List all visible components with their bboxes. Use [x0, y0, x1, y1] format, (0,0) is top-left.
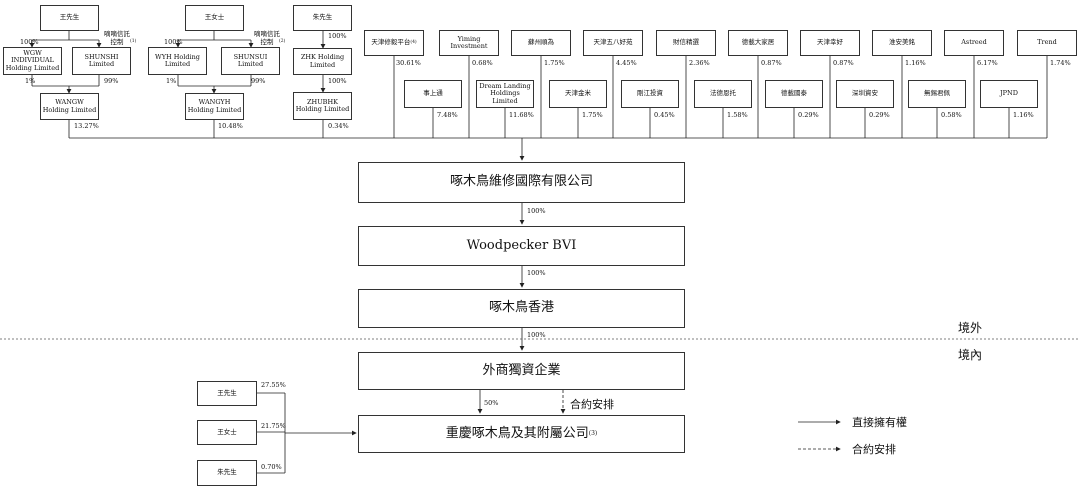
holder-box: 王先生 [197, 381, 257, 406]
investor-box: Astreed [944, 30, 1004, 56]
investor-box: Dream Landing Holdings Limited [476, 80, 534, 108]
investor-pct: 4.45% [616, 59, 637, 67]
investor-pct: 0.68% [472, 59, 493, 67]
investor-pct: 0.87% [761, 59, 782, 67]
investor-pct: 6.17% [977, 59, 998, 67]
pct-shunsui-wangyh: 99% [251, 77, 266, 85]
investor-pct: 2.36% [689, 59, 710, 67]
chongqing-box: 重慶啄木鳥及其附屬公司(3) [358, 415, 685, 453]
pct-wfoe-chongqing: 50% [484, 399, 499, 407]
pct-wangw: 13.27% [74, 122, 99, 130]
company-box: 啄木鳥維修國際有限公司 [358, 162, 685, 203]
investor-box: 事上通 [404, 80, 462, 108]
investor-pct: 1.58% [727, 111, 748, 119]
region-offshore: 境外 [958, 321, 983, 335]
investor-box: 深圳資安 [836, 80, 894, 108]
zhk-box: ZHK Holding Limited [293, 48, 352, 75]
investor-pct: 30.61% [396, 59, 421, 67]
contract-label: 合約安排 [570, 398, 614, 411]
investor-pct: 0.29% [798, 111, 819, 119]
pct-hk-wfoe: 100% [527, 331, 546, 339]
investor-box: 天津五八好苑 [583, 30, 643, 56]
investor-box: Yiming Investment [439, 30, 499, 56]
owner-box-wang-mr: 王先生 [40, 5, 99, 31]
shunsui-box: SHUNSUI Limited [221, 47, 280, 75]
pct-wyh-wangyh: 1% [166, 77, 177, 85]
investor-box: 無錫君佩 [908, 80, 966, 108]
pct-company-bvi: 100% [527, 207, 546, 215]
wyh-box: WYH Holding Limited [148, 47, 207, 75]
trust-note-1: 嘀嘀信託 控制 [104, 30, 130, 46]
investor-note: (4) [410, 40, 417, 46]
investor-box: JPND [980, 80, 1038, 108]
investor-pct: 0.29% [869, 111, 890, 119]
wangyh-box: WANGYH Holding Limited [185, 93, 244, 120]
legend-contract: 合約安排 [852, 443, 896, 456]
pct-wgw-wangw: 1% [25, 77, 36, 85]
wfoe-box: 外商獨資企業 [358, 352, 685, 390]
investor-pct: 11.68% [509, 111, 534, 119]
holder-pct: 0.70% [261, 463, 282, 471]
holder-box: 王女士 [197, 420, 257, 445]
pct-to-wgw: 100% [20, 38, 39, 46]
investor-box: 剛江投資 [621, 80, 679, 108]
investor-pct: 7.48% [437, 111, 458, 119]
investor-name: 天津修毅平台 [371, 38, 411, 47]
investor-pct: 1.75% [582, 111, 603, 119]
investor-box: 法德恩托 [694, 80, 752, 108]
pct-to-wyh: 100% [164, 38, 183, 46]
region-onshore: 境內 [958, 348, 983, 362]
pct-to-zhk: 100% [328, 32, 347, 40]
investor-box: 天津幸好 [800, 30, 860, 56]
investor-pct: 0.45% [654, 111, 675, 119]
investor-pct: 1.16% [1013, 111, 1034, 119]
chongqing-name: 重慶啄木鳥及其附屬公司 [445, 425, 589, 441]
investor-pct: 1.16% [905, 59, 926, 67]
investor-pct: 1.74% [1050, 59, 1071, 67]
legend-direct: 直接擁有權 [852, 416, 907, 429]
owner-box-wang-ms: 王女士 [185, 5, 244, 31]
investor-box: Trend [1017, 30, 1077, 56]
investor-box: 淮安美銘 [872, 30, 932, 56]
zhubhk-box: ZHUBHK Holding Limited [293, 92, 352, 120]
investor-pct: 0.58% [941, 111, 962, 119]
investor-box: 天津金米 [549, 80, 607, 108]
holder-pct: 27.55% [261, 381, 286, 389]
investor-pct: 0.87% [833, 59, 854, 67]
pct-bvi-hk: 100% [527, 269, 546, 277]
investor-pct: 1.75% [544, 59, 565, 67]
trust-note-2-sup: (2) [279, 39, 286, 44]
pct-zhubhk: 0.34% [328, 122, 349, 130]
holder-box: 朱先生 [197, 460, 257, 486]
holder-pct: 21.75% [261, 422, 286, 430]
investor-box: 德載國泰 [765, 80, 823, 108]
trust-note-2: 嘀嘀信託 控制 [254, 30, 280, 46]
investor-box: 財信精選 [656, 30, 716, 56]
trust-note-1-sup: (1) [130, 39, 137, 44]
bvi-box: Woodpecker BVI [358, 226, 685, 266]
investor-box: 德載大家居 [728, 30, 788, 56]
shunshi-box: SHUNSHI Limited [72, 47, 131, 75]
investor-box: 蘇州順為 [511, 30, 571, 56]
owner-box-zhu-mr: 朱先生 [293, 5, 352, 31]
hk-box: 啄木鳥香港 [358, 289, 685, 328]
pct-wangyh: 10.48% [218, 122, 243, 130]
pct-zhk-zhubhk: 100% [328, 77, 347, 85]
chongqing-note: (3) [588, 429, 598, 437]
pct-shunshi-wangw: 99% [104, 77, 119, 85]
investor-box: 天津修毅平台(4) [364, 30, 424, 56]
wgw-box: WGW INDIVIDUAL Holding Limited [3, 47, 62, 75]
wangw-box: WANGW Holding Limited [40, 93, 99, 120]
